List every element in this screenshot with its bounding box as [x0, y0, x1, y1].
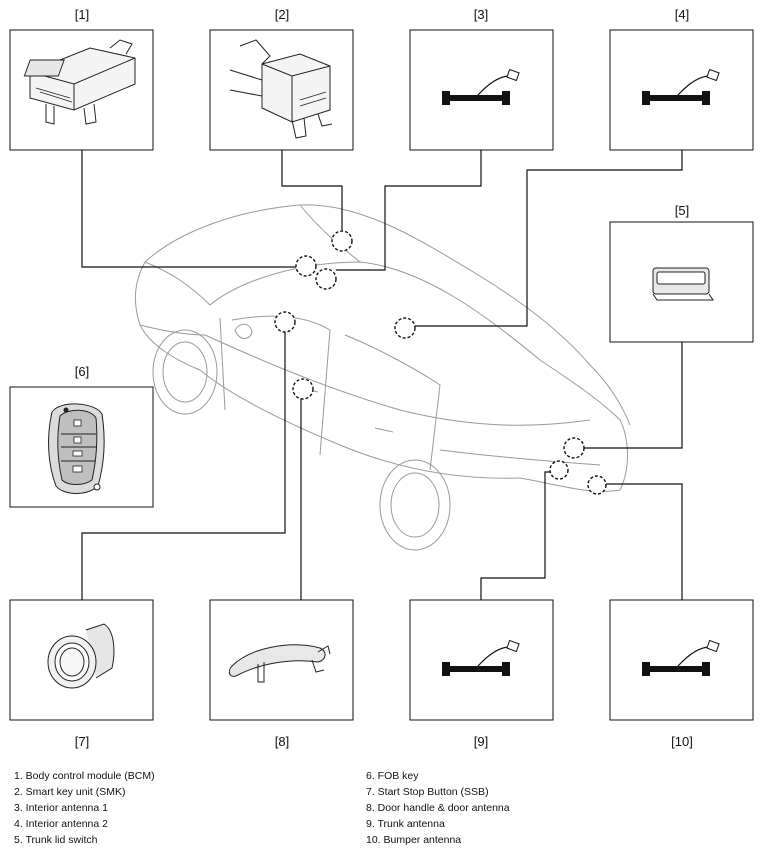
callout-label-5: [5]	[675, 203, 689, 218]
interior-antenna-2-drawing	[642, 68, 720, 105]
callout-label-1: [1]	[75, 7, 89, 22]
leader-line-4	[415, 150, 683, 327]
callout-label-9: [9]	[474, 734, 488, 749]
bcm-module-drawing	[23, 39, 136, 125]
leader-line-5	[584, 342, 683, 449]
fob-key-drawing	[48, 403, 105, 494]
legend-item: 2. Smart key unit (SMK)	[14, 786, 126, 798]
callout-label-8: [8]	[275, 734, 289, 749]
legend-item: 9. Trunk antenna	[366, 818, 445, 830]
box-bumper-antenna	[609, 599, 754, 721]
callout-label-7: [7]	[75, 734, 89, 749]
legend-left-column: 1. Body control module (BCM) 2. Smart ke…	[14, 768, 155, 848]
location-marker-trunk-lid-switch	[563, 437, 585, 459]
legend-item: 1. Body control module (BCM)	[14, 770, 155, 782]
location-marker-door-handle	[292, 378, 314, 400]
box-trunk-antenna	[409, 599, 554, 721]
car-illustration	[135, 204, 631, 551]
location-marker-interior-antenna-1	[315, 268, 337, 290]
legend-item: 4. Interior antenna 2	[14, 818, 108, 830]
legend-item: 10. Bumper antenna	[366, 834, 462, 846]
legend-item: 3. Interior antenna 1	[14, 802, 108, 814]
leader-line-2	[281, 150, 343, 230]
legend-item: 8. Door handle & door antenna	[366, 802, 510, 814]
callout-label-3: [3]	[474, 7, 488, 22]
door-handle-drawing	[228, 644, 331, 683]
callout-label-6: [6]	[75, 364, 89, 379]
leader-line-10	[606, 483, 683, 600]
location-marker-bumper-antenna	[587, 475, 607, 495]
ssb-drawing	[47, 623, 115, 689]
trunk-lid-switch-drawing	[652, 267, 714, 301]
leader-line-3	[336, 150, 482, 271]
leader-line-7	[81, 332, 286, 600]
legend-item: 7. Start Stop Button (SSB)	[366, 786, 489, 798]
location-marker-smk	[331, 230, 353, 252]
callout-label-4: [4]	[675, 7, 689, 22]
interior-antenna-1-drawing	[442, 68, 520, 105]
location-marker-ssb	[274, 311, 296, 333]
trunk-antenna-drawing	[442, 639, 520, 676]
leader-line-1	[81, 150, 296, 268]
leader-line-9	[480, 471, 553, 600]
legend-right-column: 6. FOB key 7. Start Stop Button (SSB) 8.…	[366, 768, 510, 848]
smk-unit-drawing	[229, 39, 333, 139]
box-interior-antenna-2	[609, 29, 754, 151]
legend-item: 5. Trunk lid switch	[14, 834, 98, 846]
callout-label-10: [10]	[671, 734, 693, 749]
callout-label-2: [2]	[275, 7, 289, 22]
location-marker-interior-antenna-2	[394, 317, 416, 339]
legend-item: 6. FOB key	[366, 770, 419, 782]
location-marker-trunk-antenna	[549, 460, 569, 480]
bumper-antenna-drawing	[642, 639, 720, 676]
location-marker-bcm	[295, 255, 317, 277]
box-interior-antenna-1	[409, 29, 554, 151]
